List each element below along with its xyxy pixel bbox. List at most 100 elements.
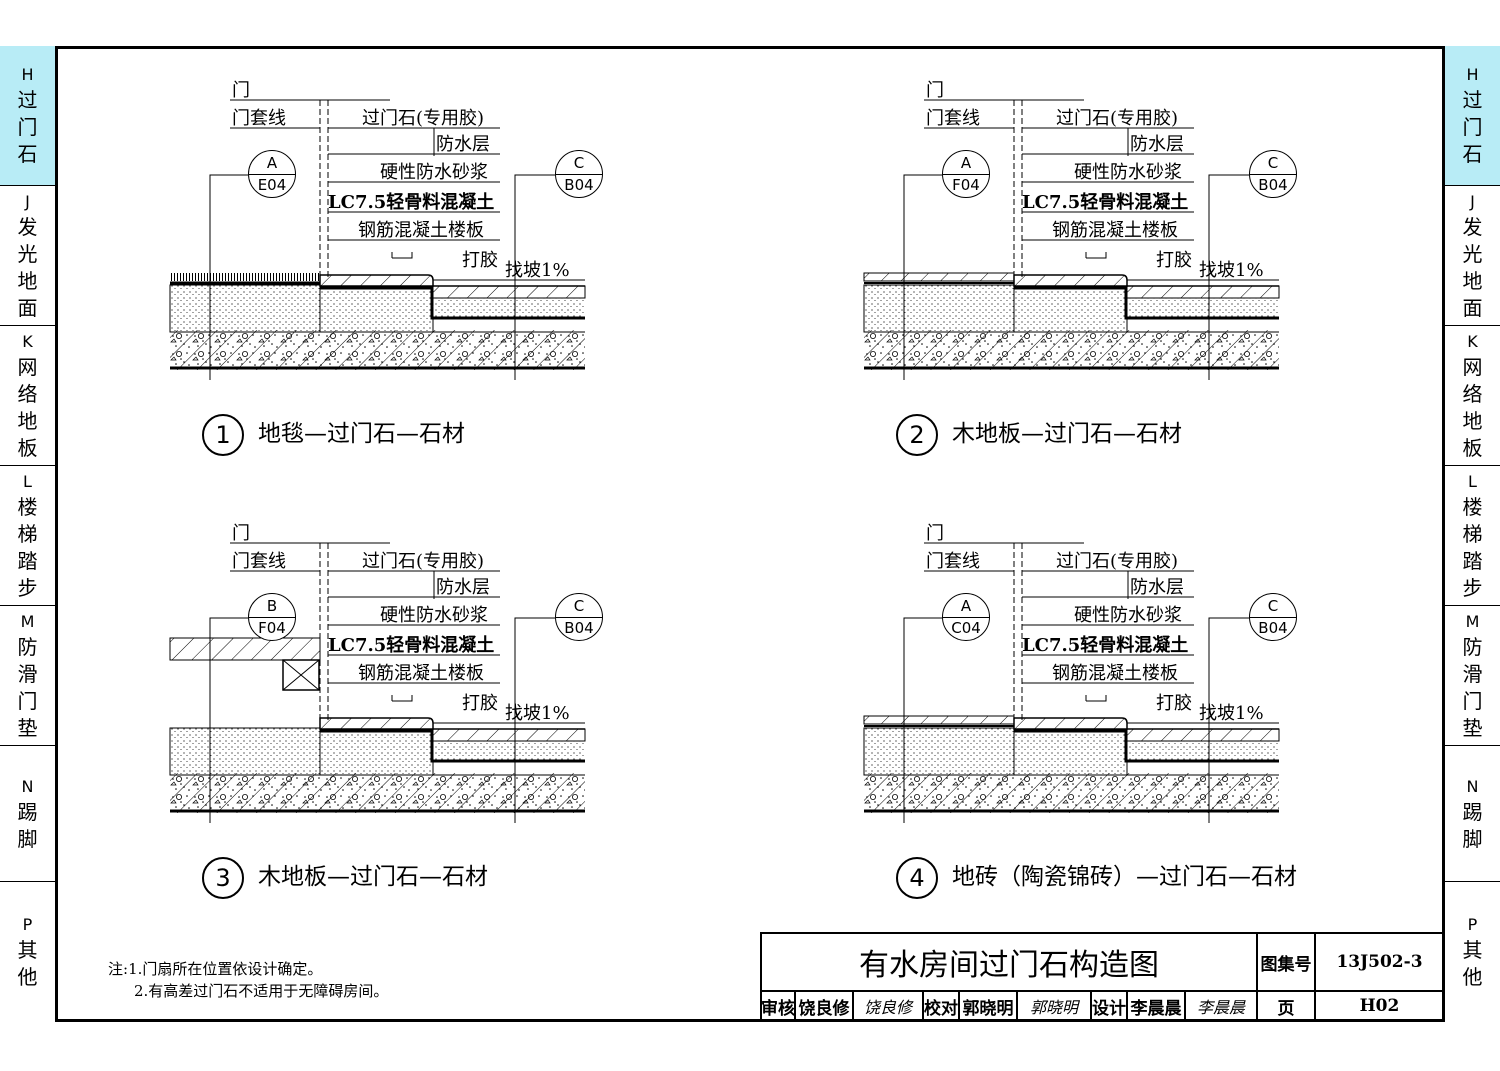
tab-label-char: 脚 (1462, 826, 1483, 851)
label-slope: 找坡1% (505, 703, 570, 724)
tab-label-char: 楼 (1462, 494, 1483, 519)
left-mortar (863, 284, 1015, 333)
detail-number: 2 (896, 414, 938, 456)
section-drawing (863, 99, 1280, 380)
tab-label-char: 垫 (1462, 715, 1483, 740)
label-rc-slab: 钢筋混凝土楼板 (358, 220, 484, 241)
carpet (170, 273, 320, 281)
stone-floor (1126, 728, 1280, 742)
label-threshold-stone: 过门石(专用胶) (362, 108, 485, 129)
threshold-mortar (319, 728, 434, 776)
tab-letter: H (1466, 65, 1479, 84)
left-mortar (863, 727, 1015, 776)
title-block: 有水房间过门石构造图 图集号 13J502-3 审核 饶良修 饶良修 校对 郭晓… (760, 932, 1445, 1022)
ref-divider (556, 174, 602, 175)
label-waterproof-mortar: 硬性防水砂浆 (1074, 162, 1182, 183)
label-door-casing: 门套线 (926, 551, 980, 572)
tab-label-char: 他 (17, 965, 38, 989)
tab-letter: N (21, 776, 34, 796)
tab-letter: M (20, 611, 35, 631)
label-waterproof-mortar: 硬性防水砂浆 (1074, 605, 1182, 626)
threshold-stone (1013, 274, 1128, 287)
tab-letter: L (1468, 471, 1477, 491)
tab-label-char: 梯 (17, 521, 38, 546)
detail-number: 3 (202, 857, 244, 899)
leader-line (402, 695, 413, 702)
ref-bottom: B04 (564, 176, 594, 194)
tab-label-char: 石 (17, 142, 38, 166)
designer-signature: 李晨晨 (1184, 990, 1258, 1022)
label-waterproof-mortar: 硬性防水砂浆 (380, 605, 488, 626)
detail-number: 4 (896, 857, 938, 899)
ref-bottom: F04 (258, 619, 286, 637)
label-waterproof-layer: 防水层 (436, 134, 490, 155)
ref-divider (249, 617, 295, 618)
tab-label-char: 步 (1462, 575, 1483, 600)
notes: 注:1.门扇所在位置依设计确定。 2.有高差过门石不适用于无障碍房间。 (108, 958, 388, 1002)
tab-label-char: 步 (17, 575, 38, 600)
threshold-mortar (1013, 728, 1128, 776)
tab-letter: N (1466, 776, 1479, 796)
tab-label-char: 络 (17, 381, 38, 406)
label-lc-concrete: LC7.5轻骨料混凝土 (1022, 635, 1189, 656)
tab-label-char: 地 (1462, 408, 1483, 433)
ref-top: C (1267, 154, 1279, 172)
tab-label-char: 防 (17, 634, 38, 659)
label-threshold-stone: 过门石(专用胶) (1056, 551, 1179, 572)
threshold-stone (319, 717, 434, 730)
review-label: 审核 (760, 990, 796, 1022)
tab-label-char: 板 (17, 435, 38, 460)
ref-top: C (573, 154, 585, 172)
leader-line (1096, 695, 1107, 702)
ref-divider (249, 174, 295, 175)
tab-label-char: 网 (17, 354, 38, 379)
detail-caption: 木地板—过门石—石材 (258, 864, 488, 890)
label-waterproof-layer: 防水层 (1130, 577, 1184, 598)
wood-joist (282, 659, 320, 691)
leader-line (1096, 252, 1107, 259)
label-rc-slab: 钢筋混凝土楼板 (1052, 663, 1178, 684)
ref-top: C (573, 597, 585, 615)
tab-label-char: 网 (1462, 354, 1483, 379)
ref-bottom: B04 (564, 619, 594, 637)
tab-label-char: 梯 (1462, 521, 1483, 546)
page-number: H02 (1314, 990, 1445, 1022)
checker-signature: 郭晓明 (1016, 990, 1092, 1022)
tab-label-char: 滑 (17, 661, 38, 686)
label-door: 门 (232, 80, 250, 101)
tab-label-char: 门 (17, 688, 38, 713)
stone-mortar (433, 298, 585, 318)
left-mortar (169, 727, 321, 776)
label-waterproof-mortar: 硬性防水砂浆 (380, 162, 488, 183)
ref-bottom: B04 (1258, 619, 1288, 637)
label-glue: 打胶 (1156, 250, 1192, 271)
label-door: 门 (926, 80, 944, 101)
ref-bottom: F04 (952, 176, 980, 194)
ref-divider (1250, 174, 1296, 175)
floor-board (863, 272, 1015, 282)
stone-floor (432, 285, 586, 299)
label-slope: 找坡1% (1199, 703, 1264, 724)
detail-caption: 地毯—过门石—石材 (258, 421, 465, 447)
tab-label-char: 面 (1462, 295, 1483, 320)
designer-name: 李晨晨 (1126, 990, 1186, 1022)
tab-label-char: 楼 (17, 494, 38, 519)
label-threshold-stone: 过门石(专用胶) (362, 551, 485, 572)
